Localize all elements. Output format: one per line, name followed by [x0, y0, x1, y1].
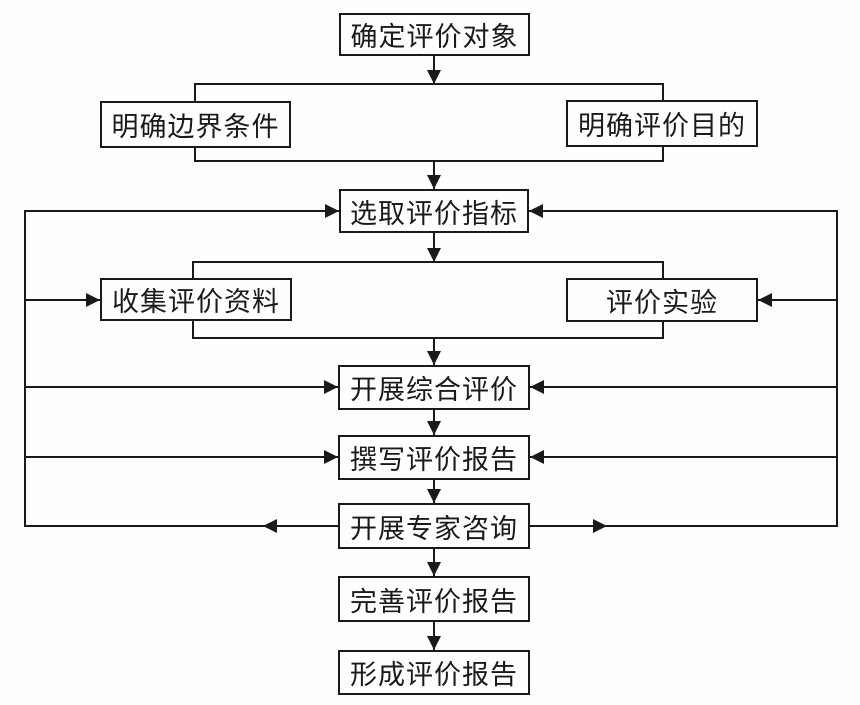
node-select-evaluation-indicators: 选取评价指标: [339, 189, 529, 233]
node-clarify-boundary-conditions: 明确边界条件: [100, 101, 291, 148]
right-feedback-loop: [528, 204, 838, 533]
node-improve-evaluation-report: 完善评价报告: [338, 576, 530, 622]
node-collect-evaluation-data: 收集评价资料: [100, 278, 292, 321]
node-form-evaluation-report: 形成评价报告: [338, 650, 530, 695]
node-clarify-evaluation-purpose: 明确评价目的: [566, 100, 758, 147]
node-expert-consultation: 开展专家咨询: [338, 503, 530, 549]
left-outflow-arrowhead: [263, 519, 277, 533]
left-feedback-loop: [24, 204, 340, 533]
node-write-evaluation-report: 撰写评价报告: [338, 435, 530, 480]
node-conduct-comprehensive-evaluation: 开展综合评价: [338, 365, 530, 410]
right-outflow-arrowhead: [593, 519, 607, 533]
node-determine-evaluation-object: 确定评价对象: [339, 13, 530, 56]
node-evaluation-experiment: 评价实验: [566, 278, 758, 322]
